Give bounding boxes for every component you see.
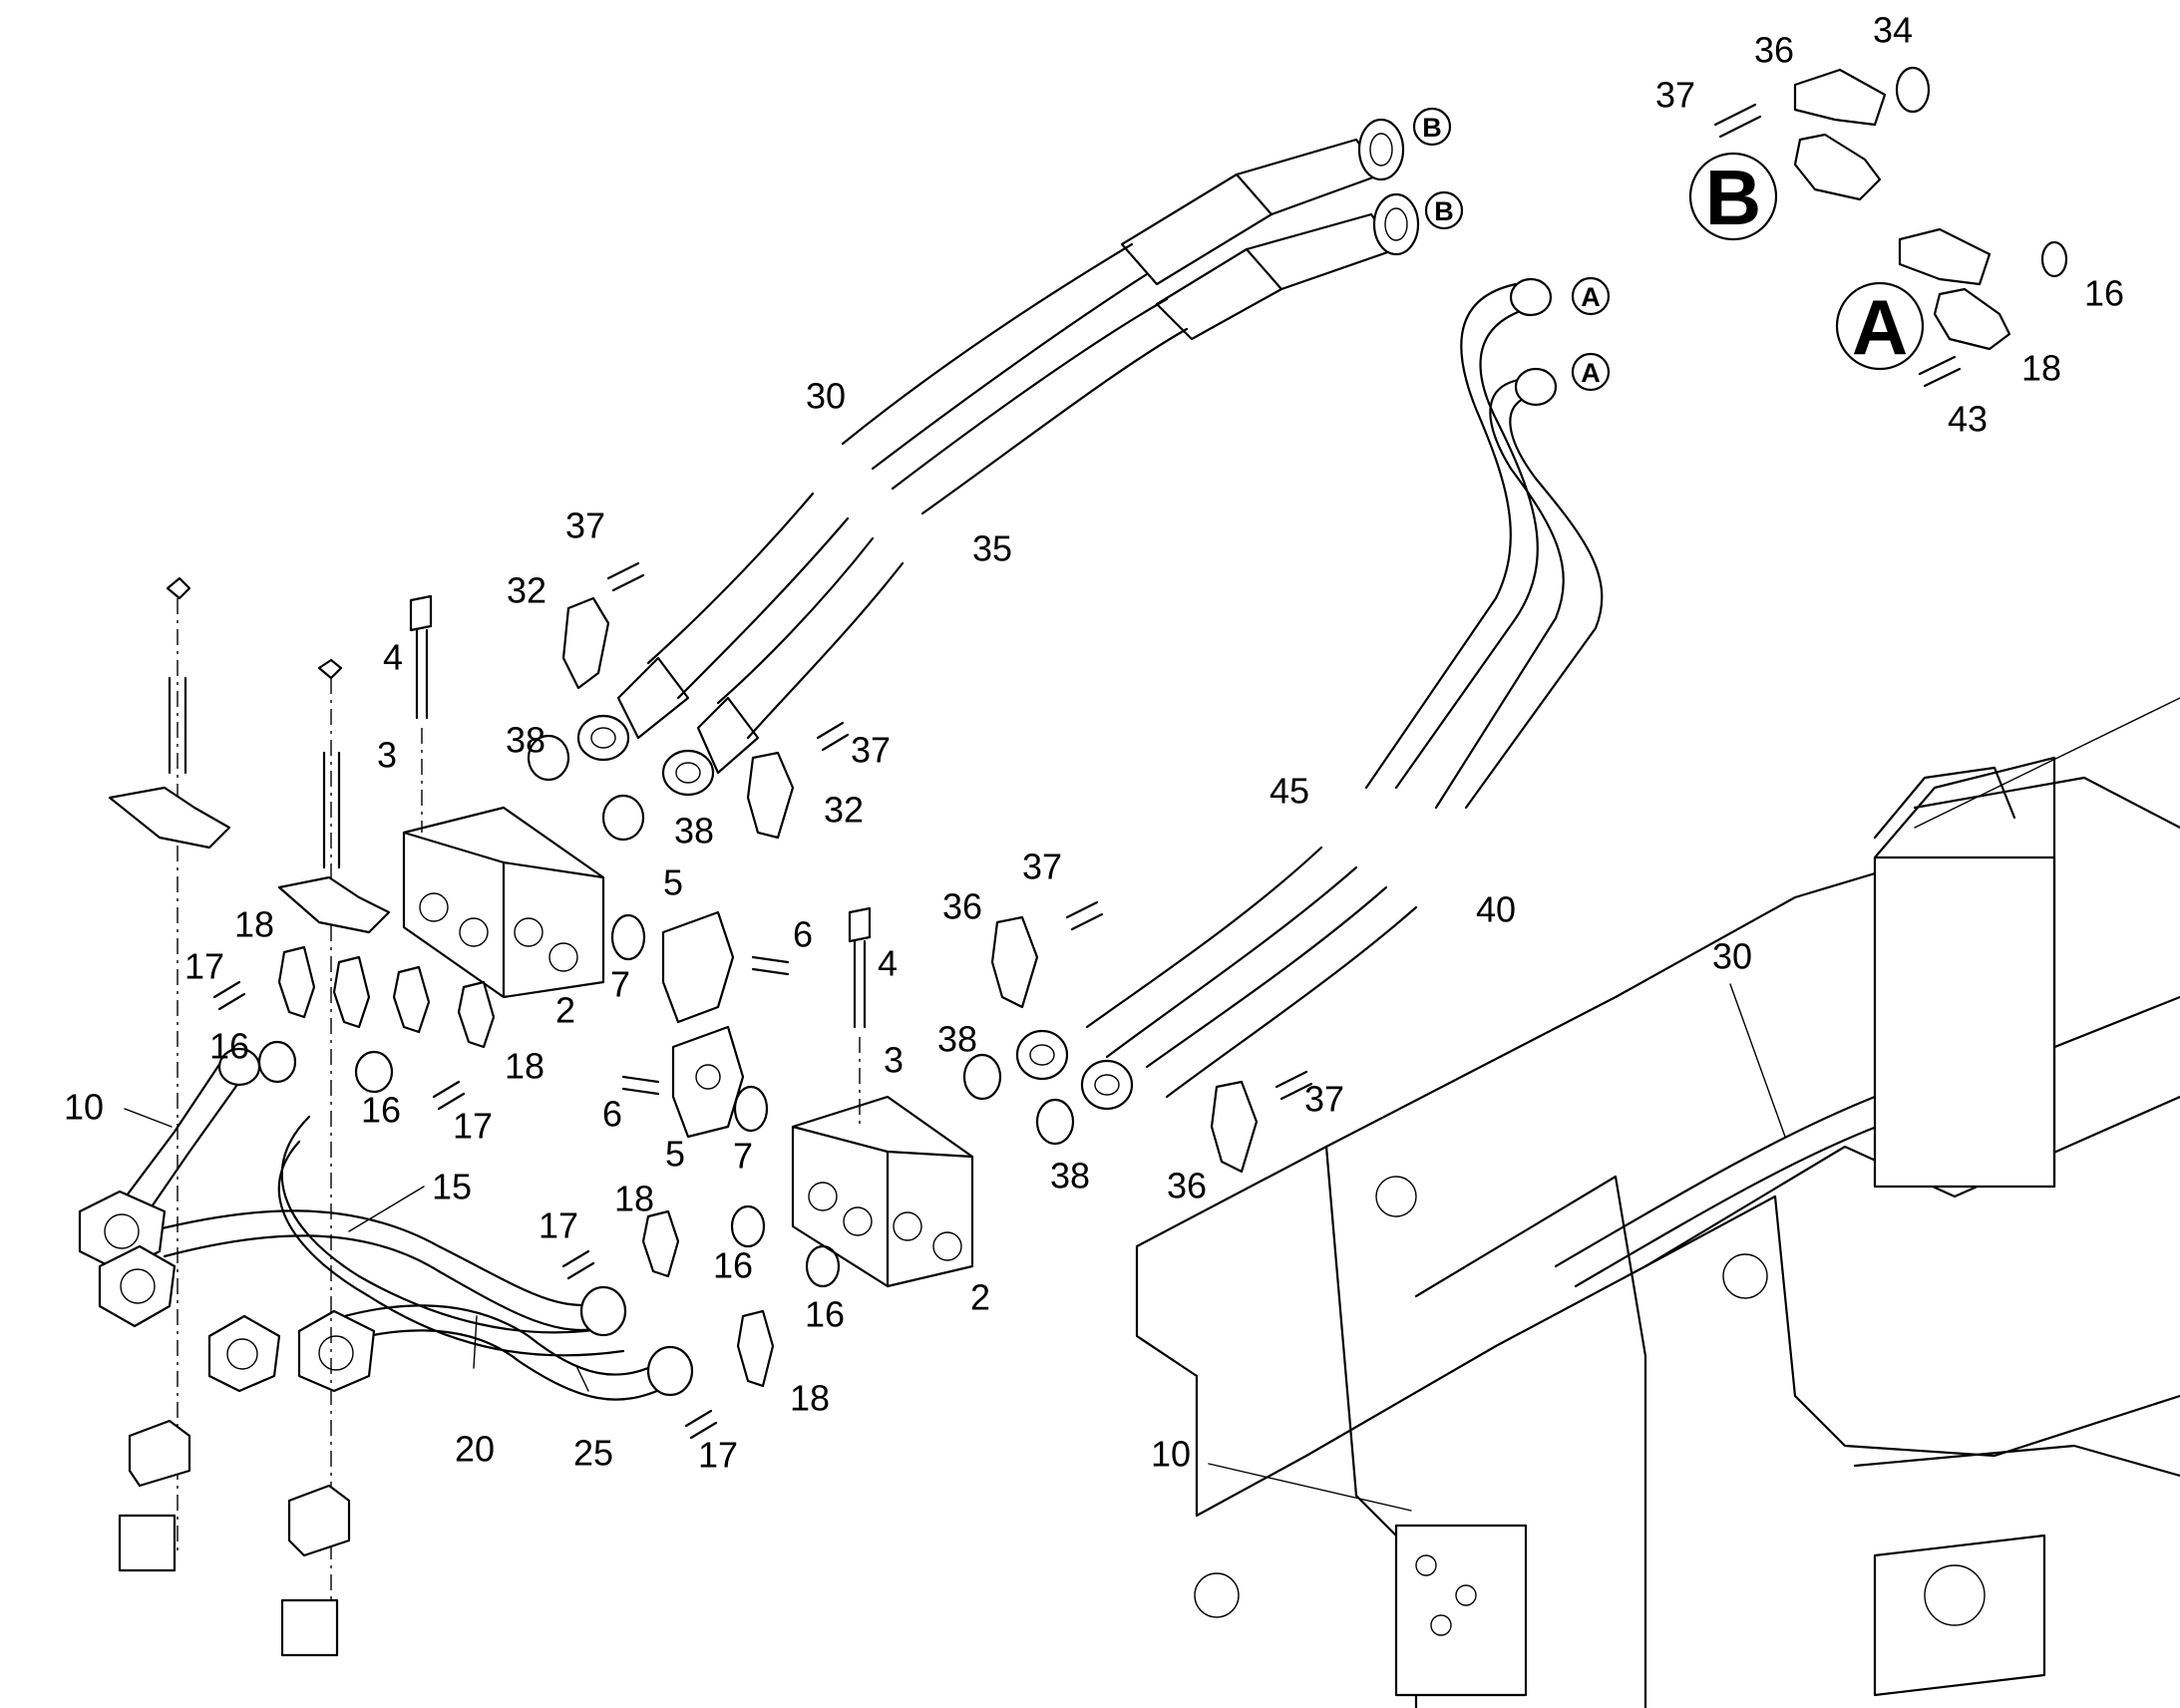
callout-17: 17 bbox=[698, 1435, 738, 1476]
stud-left-1 bbox=[108, 576, 231, 1555]
callout-30: 30 bbox=[806, 376, 846, 417]
callout-2: 2 bbox=[970, 1277, 990, 1318]
callout-16: 16 bbox=[209, 1026, 249, 1067]
hose-30 bbox=[841, 118, 1405, 471]
manifold-block-lower bbox=[791, 1095, 974, 1288]
o-rings bbox=[257, 66, 2068, 1288]
callout-18: 18 bbox=[505, 1046, 545, 1087]
ref-marker-a: A bbox=[1581, 358, 1601, 388]
detail-label-a: A bbox=[1852, 283, 1908, 371]
callout-37: 37 bbox=[1022, 847, 1062, 887]
callout-6: 6 bbox=[793, 914, 813, 955]
callout-16: 16 bbox=[713, 1245, 753, 1286]
ref-marker-b: B bbox=[1422, 113, 1442, 143]
half-clamps bbox=[277, 68, 2011, 1388]
callout-38: 38 bbox=[674, 811, 714, 852]
hose-45-lower bbox=[1015, 846, 1358, 1081]
callout-18: 18 bbox=[2021, 348, 2061, 389]
stud-left-2 bbox=[277, 658, 391, 1645]
callout-37: 37 bbox=[1304, 1079, 1344, 1120]
callout-38: 38 bbox=[937, 1019, 977, 1060]
small-bolts bbox=[212, 103, 1962, 1440]
detail-labels: B A bbox=[1688, 152, 1925, 371]
pipe-15 bbox=[148, 1209, 610, 1331]
callout-7: 7 bbox=[733, 1136, 753, 1177]
bolt-4-upper bbox=[409, 594, 433, 833]
callout-37: 37 bbox=[1655, 75, 1695, 116]
callout-18: 18 bbox=[614, 1179, 654, 1219]
callout-37: 37 bbox=[565, 506, 605, 546]
callout-17: 17 bbox=[539, 1205, 578, 1246]
callout-17: 17 bbox=[453, 1106, 493, 1147]
callout-32: 32 bbox=[824, 790, 864, 831]
callout-38: 38 bbox=[506, 720, 545, 761]
flange-left-4 bbox=[297, 1309, 376, 1393]
callout-40: 40 bbox=[1476, 889, 1516, 930]
callout-20: 20 bbox=[455, 1429, 495, 1470]
callout-30: 30 bbox=[1712, 936, 1752, 977]
support-block-1 bbox=[118, 1419, 191, 1572]
callout-2: 2 bbox=[555, 990, 575, 1031]
callout-38: 38 bbox=[1050, 1156, 1090, 1196]
flow-plates bbox=[661, 910, 745, 1139]
pipe-20 bbox=[277, 1115, 625, 1357]
hose-35 bbox=[891, 192, 1420, 515]
hose-45 bbox=[1364, 277, 1553, 790]
callout-4: 4 bbox=[878, 943, 898, 984]
callout-16: 16 bbox=[361, 1090, 401, 1131]
callout-32: 32 bbox=[507, 570, 546, 611]
callout-10: 10 bbox=[1151, 1434, 1191, 1475]
callout-37: 37 bbox=[851, 730, 891, 771]
manifold-block-upper bbox=[402, 806, 605, 999]
bolt-4-lower bbox=[848, 906, 872, 1127]
pipe-25 bbox=[297, 1285, 694, 1401]
flange-left-3 bbox=[207, 1314, 281, 1393]
callout-7: 7 bbox=[610, 964, 630, 1005]
callout-4: 4 bbox=[383, 637, 403, 678]
callout-45: 45 bbox=[1270, 771, 1309, 812]
callout-labels: 30 35 37 32 37 32 38 38 4 3 2 5 6 7 18 1… bbox=[64, 10, 2124, 1476]
callout-18: 18 bbox=[790, 1378, 830, 1419]
callout-35: 35 bbox=[972, 528, 1012, 569]
callout-5: 5 bbox=[665, 1134, 685, 1175]
callout-36: 36 bbox=[1754, 30, 1794, 71]
callout-3: 3 bbox=[884, 1040, 904, 1081]
callout-25: 25 bbox=[573, 1433, 613, 1474]
hose-30-lower bbox=[576, 492, 850, 762]
leader-lines bbox=[124, 983, 1786, 1512]
callout-10: 10 bbox=[64, 1087, 104, 1128]
callout-18: 18 bbox=[234, 904, 274, 945]
ref-markers: B B A A bbox=[1412, 107, 1611, 392]
callout-36: 36 bbox=[942, 886, 982, 927]
hose-40 bbox=[1434, 367, 1604, 810]
callout-43: 43 bbox=[1948, 399, 1988, 440]
callout-15: 15 bbox=[432, 1167, 472, 1207]
hose-40-lower bbox=[1080, 885, 1418, 1111]
callout-3: 3 bbox=[377, 735, 397, 776]
flange-left-2 bbox=[98, 1244, 177, 1328]
support-block-2 bbox=[280, 1484, 351, 1657]
machine-frame bbox=[1135, 697, 2180, 1708]
ref-marker-a: A bbox=[1581, 282, 1601, 312]
callout-36: 36 bbox=[1167, 1166, 1207, 1206]
callout-17: 17 bbox=[184, 946, 224, 987]
detail-label-b: B bbox=[1705, 154, 1761, 241]
callout-6: 6 bbox=[602, 1094, 622, 1135]
callout-34: 34 bbox=[1873, 10, 1913, 51]
callout-16: 16 bbox=[2084, 273, 2124, 314]
hose-35-lower bbox=[661, 536, 905, 797]
ref-marker-b: B bbox=[1434, 196, 1454, 226]
callout-5: 5 bbox=[663, 862, 683, 903]
callout-16: 16 bbox=[805, 1294, 845, 1335]
